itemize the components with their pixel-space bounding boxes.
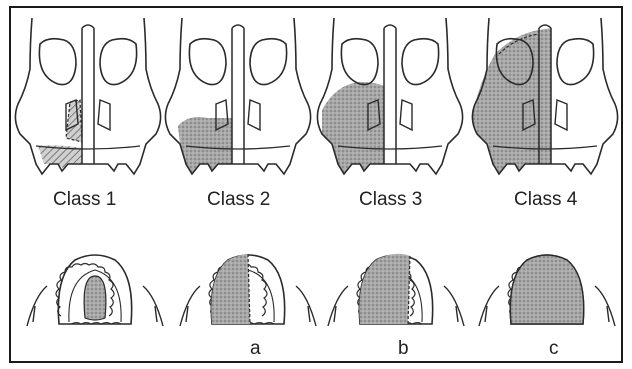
label-a: a — [250, 338, 261, 360]
label-class-3: Class 3 — [359, 189, 422, 211]
skull-diagram-class-1 — [15, 18, 160, 174]
palate-diagram-b — [328, 254, 464, 326]
skull-diagram-class-2 — [165, 18, 310, 174]
label-c: c — [549, 338, 559, 360]
palate-diagram-a — [180, 254, 316, 326]
palate-diagram-class-1 — [27, 255, 163, 326]
palate-diagram-c — [479, 255, 615, 326]
skull-diagram-class-4 — [472, 18, 617, 174]
skull-diagram-class-3 — [317, 18, 462, 174]
label-b: b — [398, 338, 409, 360]
label-class-2: Class 2 — [207, 189, 270, 211]
label-class-4: Class 4 — [514, 189, 577, 211]
label-class-1: Class 1 — [53, 189, 116, 211]
